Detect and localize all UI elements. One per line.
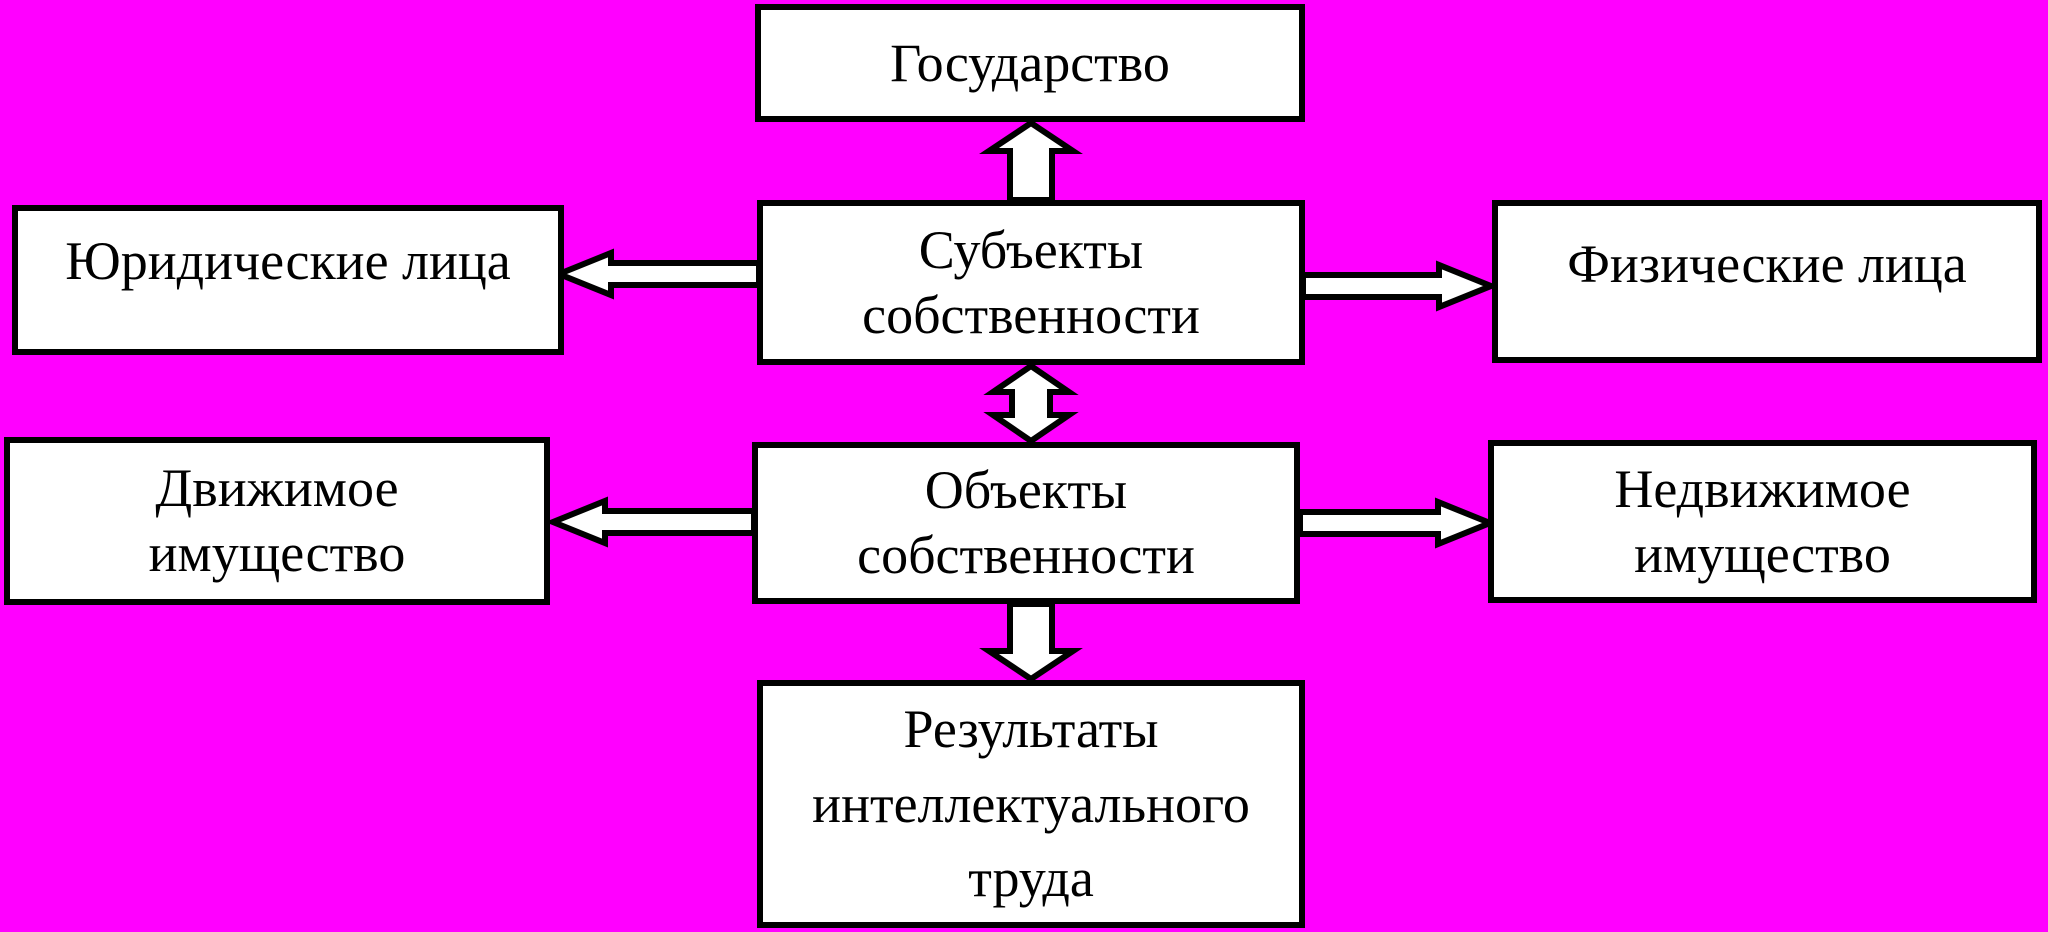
- arrow-objects-to-movable-icon: [544, 496, 757, 548]
- arrow-subjects-to-legal-icon: [550, 248, 762, 300]
- arrow-subjects-to-state-icon: [979, 119, 1083, 203]
- node-objects-of-property: Объекты собственности: [752, 442, 1300, 604]
- arrow-subjects-objects-double-icon: [983, 362, 1079, 445]
- node-individuals: Физические лица: [1492, 200, 2042, 363]
- arrow-objects-to-immovable-icon: [1297, 497, 1499, 549]
- node-movable-property: Движимое имущество: [4, 437, 550, 605]
- node-immovable-property: Недвижимое имущество: [1488, 440, 2037, 603]
- node-state: Государство: [755, 4, 1305, 122]
- node-subjects-of-property: Субъекты собственности: [757, 200, 1305, 365]
- node-legal-entities: Юридические лица: [12, 205, 564, 355]
- node-intellectual-labor-results: Результаты интеллектуального труда: [757, 680, 1305, 928]
- arrow-objects-to-intellectual-icon: [979, 601, 1083, 683]
- arrow-subjects-to-individuals-icon: [1300, 260, 1500, 312]
